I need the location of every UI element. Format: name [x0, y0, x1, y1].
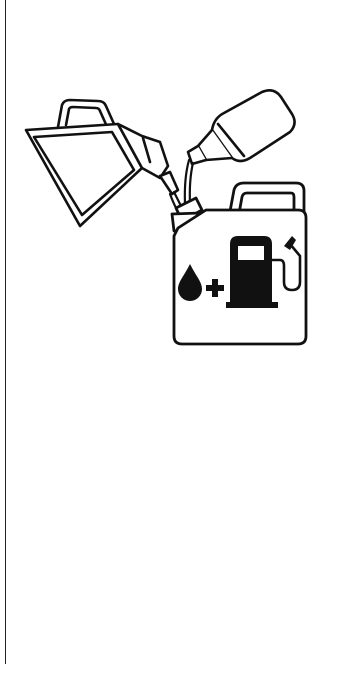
oil-pour-stream-right	[185, 160, 193, 204]
oil-measuring-jug-icon	[26, 100, 178, 226]
oil-bottle-icon	[188, 90, 295, 164]
